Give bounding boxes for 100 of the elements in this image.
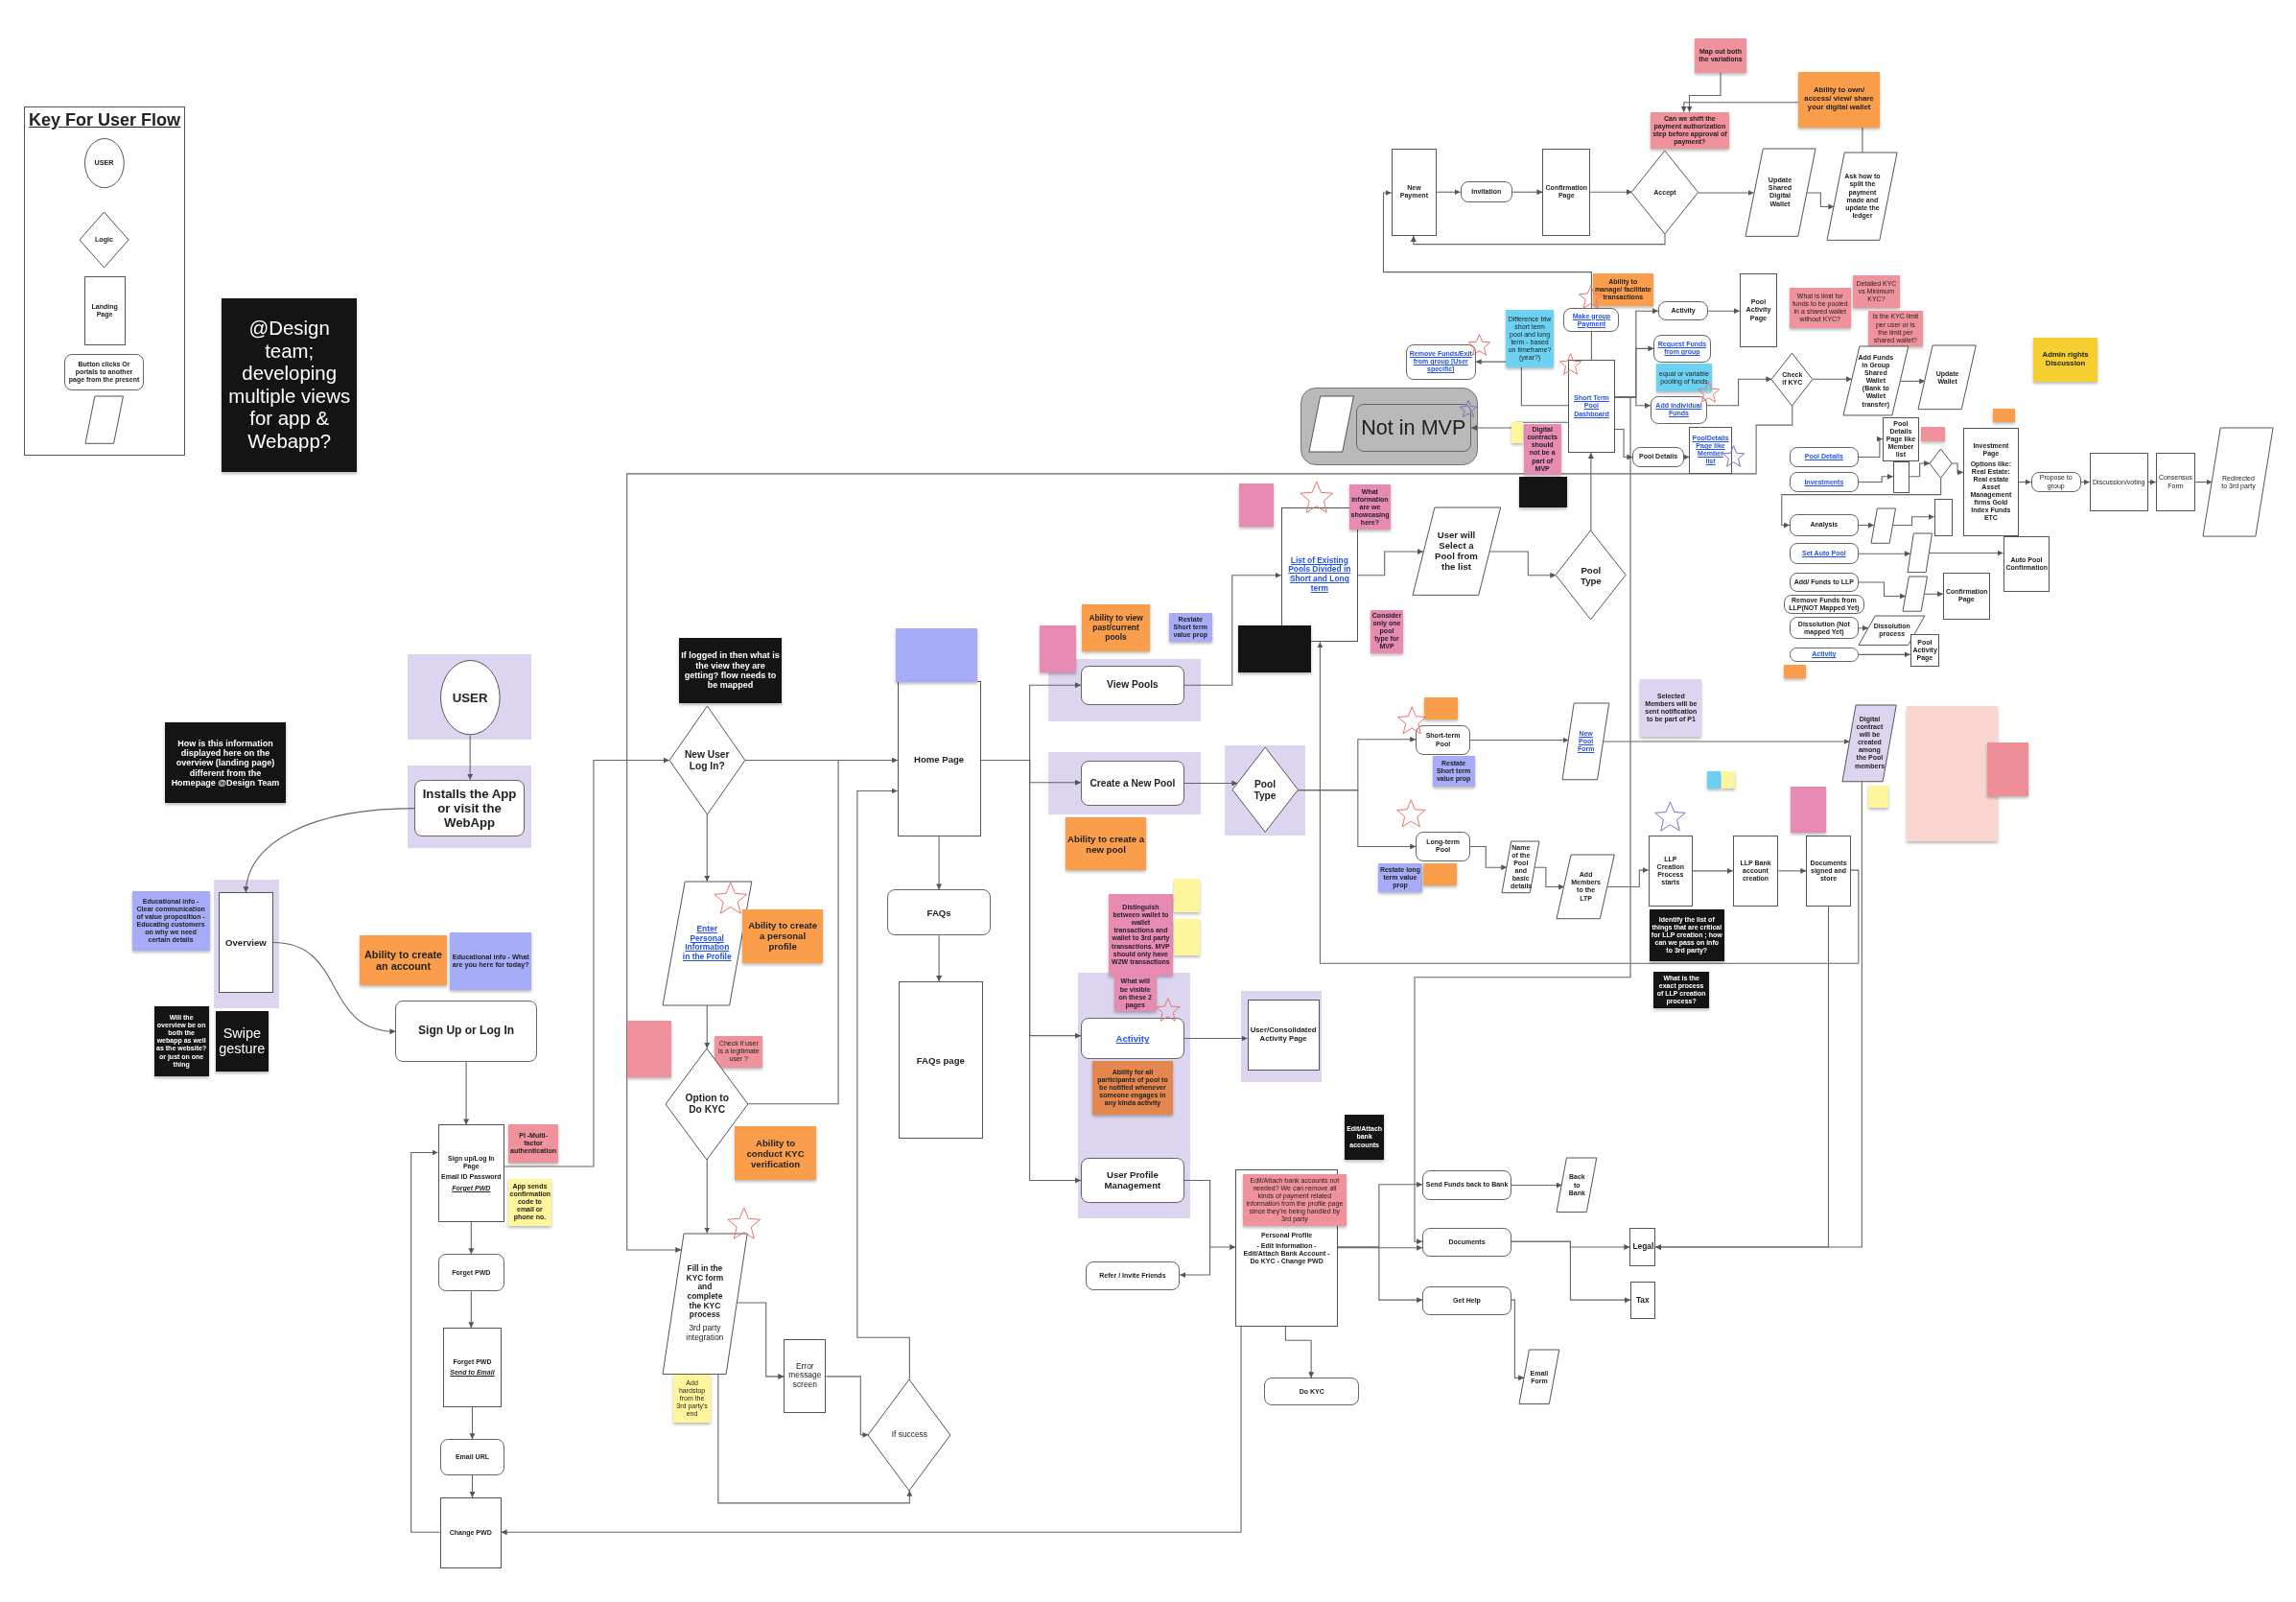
sticky-note	[1640, 679, 1702, 737]
button-box	[1789, 447, 1859, 467]
connector-arrow	[1382, 189, 1592, 309]
connector-arrow	[463, 1061, 470, 1125]
decision-diamond	[1556, 530, 1627, 621]
sticky-note	[1707, 771, 1721, 789]
page-box	[1689, 426, 1732, 474]
decision-diamond	[1231, 747, 1299, 833]
connector-arrow	[504, 757, 670, 1167]
node-label: USER	[452, 690, 488, 705]
connector-arrow	[936, 836, 943, 890]
button-box	[1416, 725, 1470, 755]
page-box	[437, 1124, 505, 1222]
input-parallelogram	[1827, 152, 1898, 241]
decision-diamond	[1771, 352, 1814, 406]
connector-arrow	[1928, 550, 2004, 556]
button-box	[437, 1254, 505, 1292]
node-label: Fill in the KYC form and complete the KYC process	[685, 1264, 725, 1320]
input-parallelogram	[1308, 395, 1354, 452]
connector-arrow	[1589, 189, 1633, 196]
highlight-band	[1241, 991, 1322, 1082]
node-label: Tax	[1635, 1296, 1650, 1306]
sticky-note	[1920, 426, 1946, 442]
page-box	[1247, 999, 1320, 1071]
connector-arrow	[856, 788, 910, 1380]
input-parallelogram	[1562, 703, 1609, 780]
input-parallelogram	[84, 395, 124, 443]
connector-line	[1590, 331, 1592, 361]
button-box	[1658, 301, 1709, 321]
button-box	[1081, 1158, 1184, 1203]
button-box	[1632, 447, 1684, 467]
input-parallelogram	[1842, 704, 1897, 782]
button-box	[1405, 343, 1476, 380]
button-box	[1460, 181, 1513, 203]
button-box	[1085, 1260, 1181, 1290]
connector-arrow	[1470, 421, 1569, 431]
sticky-note	[1109, 893, 1173, 977]
sticky-note	[1344, 1115, 1385, 1160]
connector-arrow	[1707, 308, 1741, 315]
connector-arrow	[2147, 479, 2157, 485]
button-box	[1789, 513, 1859, 537]
button-box	[1789, 648, 1859, 662]
connector-arrow	[468, 1290, 475, 1329]
sticky-note	[896, 627, 978, 683]
node-label: FAQs page	[916, 1054, 965, 1066]
button-box	[1563, 308, 1620, 332]
connector-arrow	[1603, 739, 1851, 744]
link-text: Enter Personal Information in the Profile	[682, 924, 732, 962]
connector-arrow	[1511, 189, 1543, 196]
connector-arrow	[1511, 1299, 1525, 1381]
connector-arrow	[1511, 1182, 1563, 1189]
decision-diamond	[1631, 151, 1699, 235]
connector-arrow	[1812, 376, 1853, 383]
link-text: List of Existing Pools Divided in Short and Long term	[1287, 555, 1352, 594]
connector-arrow	[244, 808, 415, 893]
connector-arrow	[467, 734, 474, 781]
node-label: User Profile Management	[1103, 1169, 1162, 1191]
node-label: View Pools	[1107, 679, 1159, 692]
sticky-note	[360, 935, 447, 986]
decision-diamond	[80, 212, 129, 269]
input-parallelogram	[2203, 428, 2274, 537]
page-box	[2089, 453, 2148, 511]
node-label: Not in MVP	[1361, 415, 1466, 440]
connector-arrow	[1909, 460, 1931, 478]
node-label: Sign Up or Log In	[418, 1025, 515, 1039]
page-box	[1962, 428, 2019, 537]
connector-arrow	[1297, 789, 1417, 850]
connector-arrow	[1951, 462, 1964, 476]
sticky-note	[1722, 771, 1736, 789]
button-box	[63, 354, 145, 390]
button-box	[1422, 1170, 1511, 1200]
connector-arrow	[1777, 867, 1807, 874]
sticky-note	[1237, 624, 1312, 673]
connector-arrow	[1858, 651, 1911, 658]
input-parallelogram	[1870, 508, 1896, 544]
sticky-note	[1519, 476, 1567, 507]
connector-arrow	[2018, 479, 2032, 485]
node-label: Installs the App or visit the WebApp	[421, 786, 518, 831]
sticky-note	[1868, 785, 1889, 808]
page-box	[1542, 148, 1591, 236]
button-box	[1264, 1378, 1359, 1406]
connector-arrow	[1469, 737, 1570, 743]
node-label: Ability to view past/current pools	[1088, 614, 1144, 643]
highlight-band	[1077, 973, 1190, 1218]
connector-arrow	[704, 813, 711, 883]
connector-arrow	[1924, 591, 1944, 598]
connector-arrow	[469, 1406, 476, 1440]
sticky-note	[1853, 274, 1900, 309]
sticky-note	[1784, 664, 1807, 678]
connector-arrow	[1891, 513, 1935, 527]
input-parallelogram	[1557, 1158, 1598, 1213]
page-box	[1648, 835, 1693, 907]
connector-line	[1862, 127, 1863, 153]
sticky-note	[1993, 408, 2016, 423]
connector-arrow	[469, 1474, 476, 1498]
sticky-note	[153, 1006, 209, 1076]
node-label: Ability to create a personal profile	[747, 920, 819, 953]
page-box	[1629, 1227, 1656, 1267]
node-label: If success	[891, 1429, 927, 1440]
sticky-note	[222, 298, 357, 473]
